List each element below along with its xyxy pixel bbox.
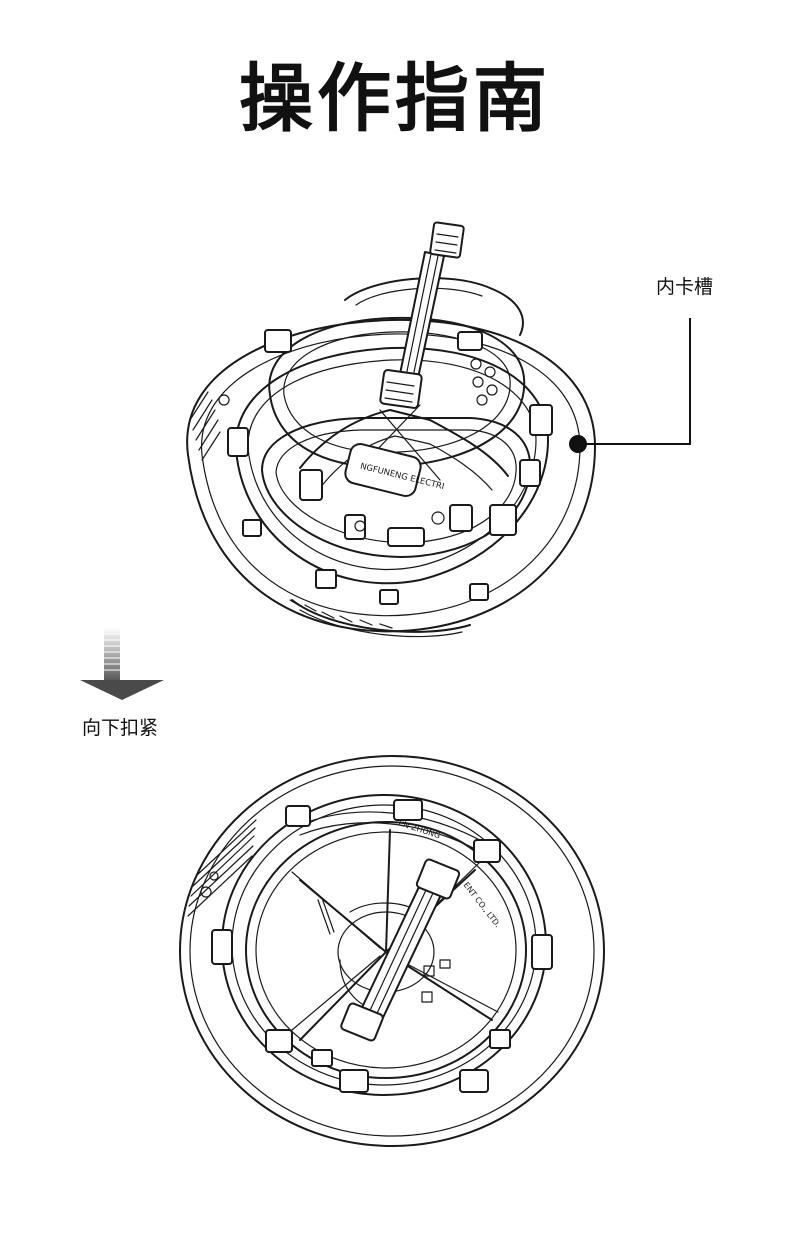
callout-label-inner-slot: 内卡槽	[656, 276, 714, 298]
helmet-bottom-warning-label	[187, 819, 257, 917]
helmet-top-adjust-holes	[354, 358, 498, 532]
page-title: 操作指南	[239, 56, 551, 142]
brand-pad	[344, 443, 422, 497]
helmet-bottom-illustration: EN ZHONG ENT CO., LTD.	[179, 755, 605, 1147]
strap-buckle-top	[429, 221, 465, 259]
callout-leader-line	[578, 318, 691, 445]
bottom-strap-buckle-top	[415, 858, 461, 900]
helmet-top-illustration: NGFUNENG ELECTRI	[186, 221, 597, 638]
helmet-bottom-clips	[211, 799, 553, 1093]
bottom-strap-buckle-bottom	[340, 1002, 384, 1042]
step-label-press-down: 向下扣紧	[82, 717, 159, 739]
strap-buckle-bottom	[379, 369, 423, 409]
down-arrow-icon	[80, 628, 164, 700]
helmet-top-warning-label	[189, 391, 230, 461]
